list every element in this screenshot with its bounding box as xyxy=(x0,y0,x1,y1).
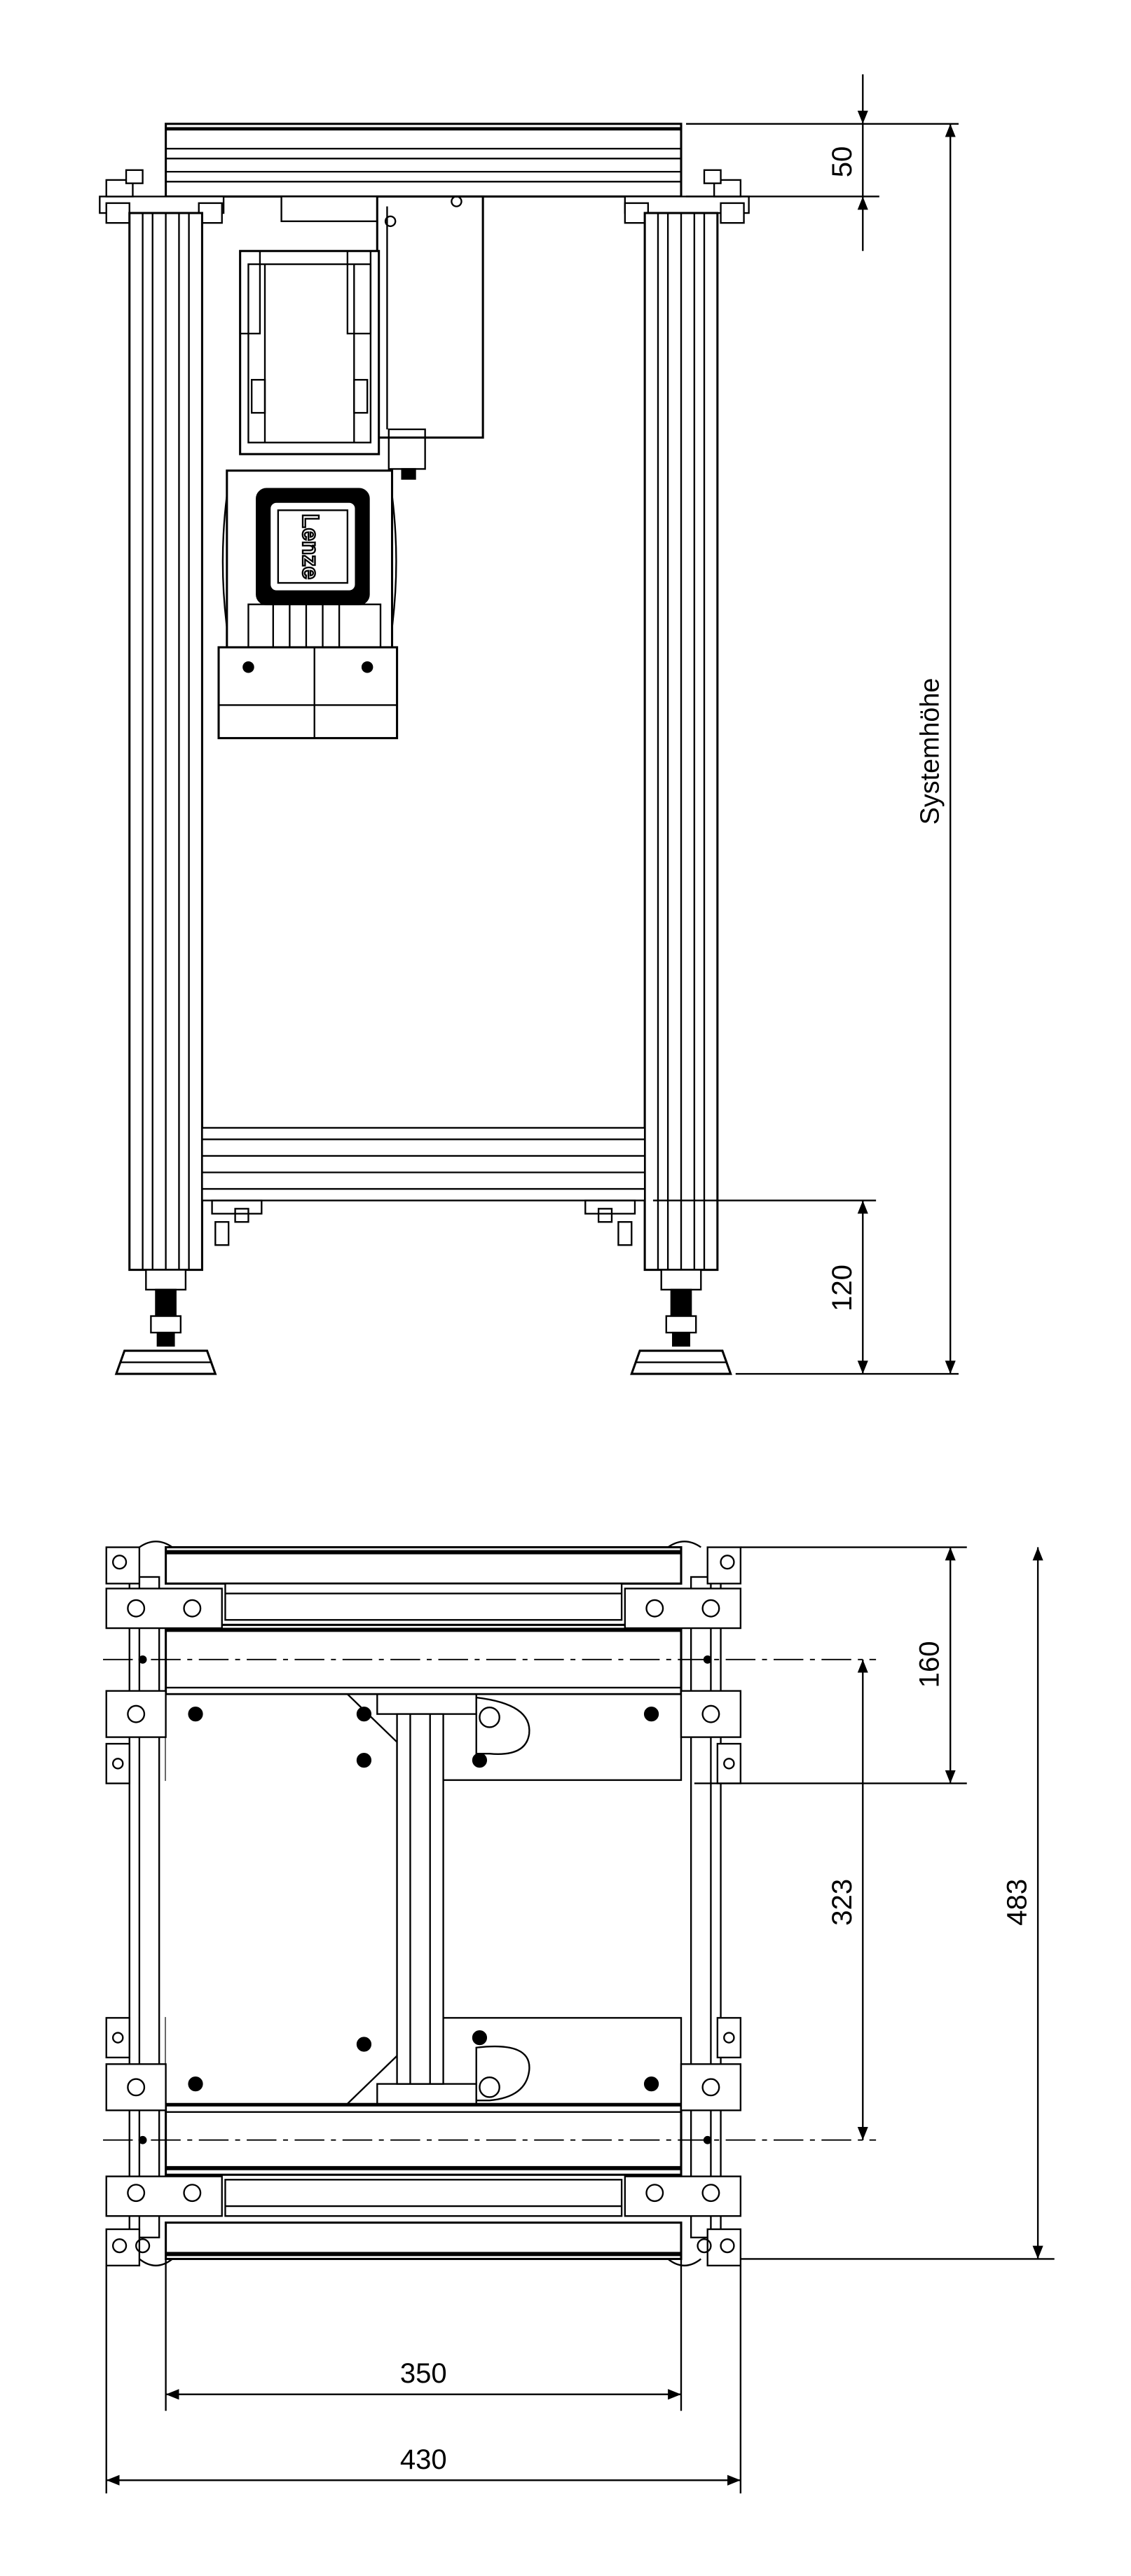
dim-350 xyxy=(165,2259,683,2411)
corner-brackets xyxy=(105,1546,742,2267)
top-mounting-brackets xyxy=(99,169,750,224)
side-view: Lenze xyxy=(99,74,959,1375)
lenze-logo: Lenze xyxy=(298,514,324,579)
dim-height-label: Systemhöhe xyxy=(915,678,945,825)
dim-160 xyxy=(694,1546,967,1784)
right-frame-rail xyxy=(690,1576,722,2238)
right-leg xyxy=(643,212,719,1272)
dim-350-label: 350 xyxy=(400,2358,447,2389)
dim-483-label: 483 xyxy=(1002,1879,1033,1926)
dim-483 xyxy=(740,1547,1055,2260)
motor: Lenze xyxy=(217,469,399,740)
dim-120-label: 120 xyxy=(827,1265,858,1311)
right-leveling-foot xyxy=(630,1269,732,1375)
dim-323-label: 323 xyxy=(827,1879,858,1926)
dim-50-label: 50 xyxy=(827,146,858,178)
dim-430-label: 430 xyxy=(400,2444,447,2475)
dim-50 xyxy=(686,74,959,252)
lower-cross-beam xyxy=(201,1127,646,1246)
top-conveyor-beam xyxy=(165,123,683,198)
left-leg xyxy=(128,212,203,1272)
dim-430 xyxy=(105,2265,742,2494)
drive-gearbox xyxy=(239,195,484,480)
left-frame-rail xyxy=(128,1576,160,2238)
dim-160-label: 160 xyxy=(914,1641,945,1688)
left-leveling-foot xyxy=(114,1269,217,1375)
dim-120 xyxy=(652,1199,959,1375)
top-view xyxy=(103,1541,1055,2494)
